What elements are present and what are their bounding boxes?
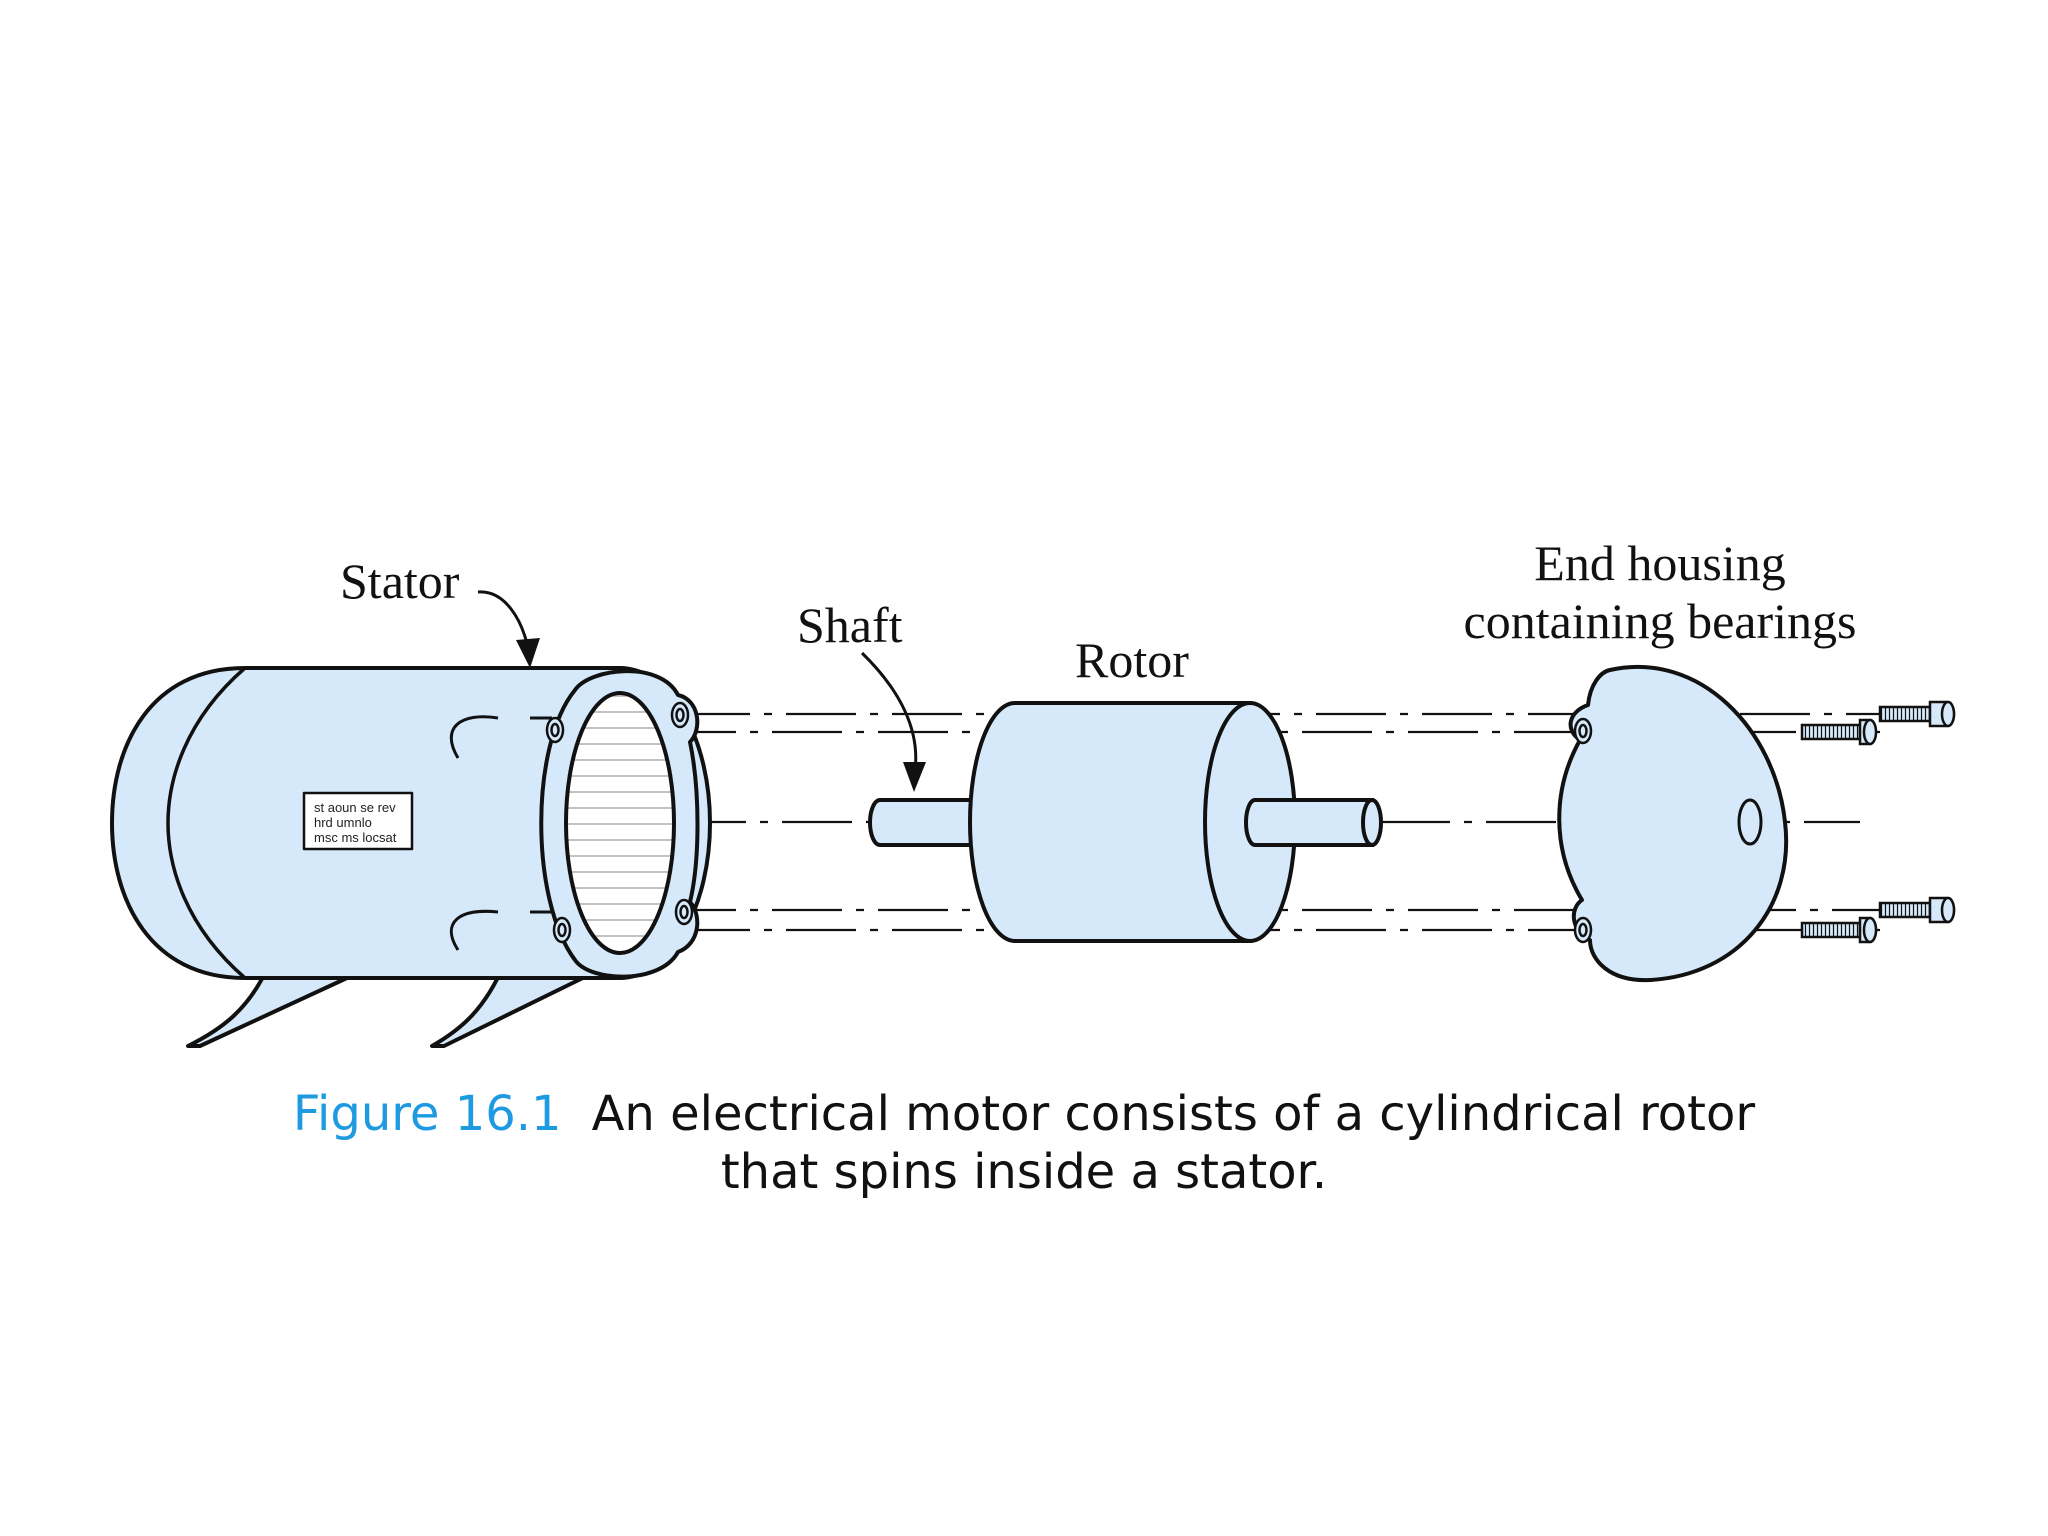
- label-rotor: Rotor: [1075, 632, 1189, 688]
- stator-leader: [477, 590, 530, 649]
- leader-arrows: [477, 590, 926, 792]
- stator-foot-front: [186, 960, 362, 1048]
- shaft-leader: [860, 651, 918, 771]
- label-end-housing-line1: End housing: [1534, 535, 1785, 591]
- caption-text-1: An electrical motor consists of a cylind…: [591, 1086, 1756, 1142]
- stator-foot-rear: [430, 960, 597, 1048]
- bolt-top-short: [1800, 718, 1878, 746]
- end-housing-holes: [1573, 717, 1593, 944]
- caption-line-2: that spins inside a stator.: [720, 1144, 1328, 1200]
- rotor: [868, 701, 1383, 943]
- end-housing-shell: [1557, 664, 1789, 983]
- end-housing: [1557, 664, 1789, 983]
- figure-caption: Figure 16.1 An electrical motor consists …: [0, 1085, 2048, 1201]
- rotor-body: [968, 701, 1252, 943]
- figure-number: Figure 16.1: [292, 1086, 562, 1142]
- caption-line-1: Figure 16.1 An electrical motor consists …: [0, 1085, 2048, 1143]
- stator-ribs: [450, 715, 552, 951]
- nameplate: [302, 791, 414, 851]
- bolt-top-long: [1878, 700, 1956, 728]
- bearing-hole: [1737, 798, 1763, 846]
- stator-endcap-seam: [166, 666, 247, 980]
- stator-bore: [564, 691, 676, 955]
- nameplate-line-3: msc ms locsat: [314, 830, 397, 845]
- bolt-bottom-long: [1878, 896, 1956, 924]
- label-end-housing-line2: containing bearings: [1464, 593, 1857, 649]
- label-stator: Stator: [340, 553, 460, 609]
- shaft-right: [1244, 798, 1374, 847]
- label-shaft: Shaft: [797, 597, 903, 653]
- shaft-left: [868, 798, 977, 847]
- bolt-bottom-short: [1800, 916, 1878, 944]
- nameplate-line-1: st aoun se rev: [314, 800, 396, 815]
- bolts: [1800, 700, 1956, 944]
- shaft-end: [1361, 798, 1383, 847]
- stator: [110, 666, 712, 1048]
- stator-bolt-holes: [545, 701, 694, 944]
- nameplate-line-2: hrd umnlo: [314, 815, 372, 830]
